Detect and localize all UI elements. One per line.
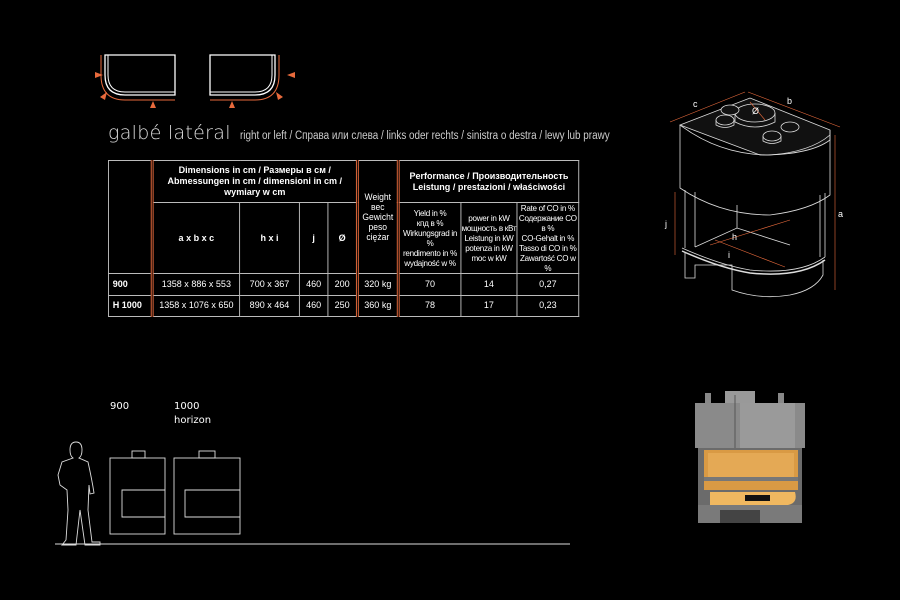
corner-cell	[107, 160, 153, 274]
yield-cell: 70	[397, 273, 462, 296]
col-hxi: h x i	[239, 202, 300, 274]
label-c: c	[693, 99, 698, 109]
weight-cell: 320 kg	[355, 273, 400, 296]
performance-line-1: Performance / Производительность	[409, 170, 569, 182]
label-b: b	[787, 96, 792, 106]
weight-label-it: peso	[368, 222, 388, 232]
co-cell: 0,27	[516, 273, 580, 296]
yield-en: Yield in %	[413, 208, 447, 218]
yield-pl: wydajność w %	[404, 258, 456, 268]
person-silhouette-icon	[57, 441, 101, 546]
col-power: power in kW мощность в кВт Leistung in k…	[460, 202, 518, 274]
table-row: 900 1358 x 886 x 553 700 x 367 460 200 3…	[107, 273, 580, 296]
co-en: Rate of CO in %	[520, 203, 575, 213]
performance-line-2: Leistung / prestazioni / właściwości	[412, 181, 566, 193]
table-row: H 1000 1358 x 1076 x 650 890 x 464 460 2…	[107, 295, 580, 317]
spec-table: Dimensions in cm / Размеры в см / Abmess…	[107, 160, 580, 317]
col-co: Rate of CO in % Содержание CO в % CO-Geh…	[516, 202, 580, 274]
fireplace-dimension-diagram: c b Ø a j h i	[664, 91, 843, 298]
power-pl: moc w kW	[471, 253, 507, 263]
co-de: CO-Gehalt in %	[521, 233, 575, 243]
weight-label-de: Gewicht	[362, 212, 394, 222]
weight-header: Weight вес Gewicht peso ciężar	[355, 160, 400, 274]
right-curve-shape-icon	[209, 54, 295, 108]
power-en: power in kW	[468, 213, 510, 223]
label-model-900: 900	[110, 401, 130, 412]
co-ru: Содержание CO в %	[518, 213, 577, 233]
weight-label-en: Weight	[364, 192, 392, 202]
label-diameter: Ø	[752, 106, 759, 116]
co-it: Tasso di CO in %	[519, 243, 577, 253]
hxi-cell: 890 x 464	[239, 295, 300, 317]
label-model-1000: 1000	[174, 401, 200, 412]
dimensions-header: Dimensions in cm / Размеры в см / Abmess…	[150, 160, 358, 203]
j-cell: 460	[298, 273, 329, 296]
col-j: j	[298, 202, 329, 274]
j-cell: 460	[298, 295, 329, 317]
left-curve-shape-icon	[95, 54, 176, 108]
col-diameter: Ø	[327, 202, 358, 274]
title-row: galbé latéral right or left / Справа или…	[108, 122, 670, 144]
yield-cell: 78	[397, 295, 462, 317]
model-cell: 900	[107, 273, 153, 296]
performance-header: Performance / Производительность Leistun…	[397, 160, 580, 203]
co-cell: 0,23	[516, 295, 580, 317]
power-de: Leistung in kW	[464, 233, 514, 243]
label-h: h	[732, 232, 737, 242]
yield-it: rendimento in %	[403, 248, 458, 258]
axbxc-cell: 1358 x 886 x 553	[150, 273, 241, 296]
label-a: a	[838, 209, 843, 219]
col-axbxc: a x b x c	[150, 202, 241, 274]
weight-label-pl: ciężar	[366, 232, 390, 242]
yield-ru: кпд в %	[416, 218, 444, 228]
diameter-cell: 250	[327, 295, 358, 317]
page-title: galbé latéral	[108, 122, 231, 144]
hxi-cell: 700 x 367	[239, 273, 300, 296]
page-subtitle: right or left / Справа или слева / links…	[240, 130, 610, 142]
model-cell: H 1000	[107, 295, 153, 317]
yield-de: Wirkungsgrad in %	[403, 228, 458, 248]
label-i: i	[728, 250, 730, 260]
co-pl: Zawartość CO w %	[520, 253, 576, 273]
label-horizon: horizon	[174, 415, 212, 426]
fireplace-product-photo	[695, 391, 805, 523]
weight-cell: 360 kg	[355, 295, 400, 317]
diameter-cell: 200	[327, 273, 358, 296]
axbxc-cell: 1358 x 1076 x 650	[150, 295, 241, 317]
label-j: j	[664, 219, 667, 229]
power-it: potenza in kW	[465, 243, 513, 253]
power-ru: мощность в кВт	[461, 223, 517, 233]
col-yield: Yield in % кпд в % Wirkungsgrad in % ren…	[397, 202, 462, 274]
power-cell: 14	[460, 273, 518, 296]
power-cell: 17	[460, 295, 518, 317]
scale-comparison-drawing	[55, 441, 570, 546]
weight-label-ru: вес	[371, 202, 385, 212]
